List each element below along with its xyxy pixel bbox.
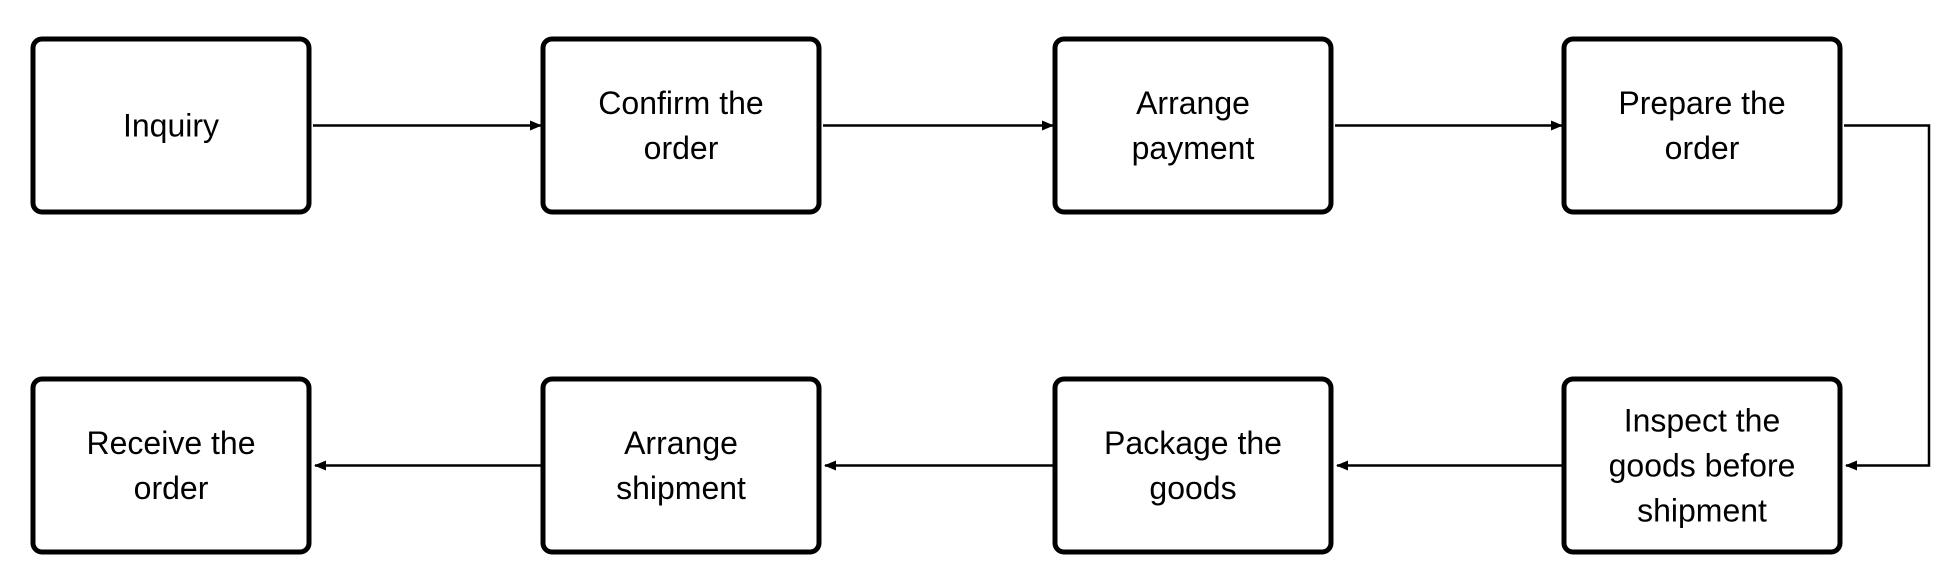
edges-layer — [313, 120, 1931, 471]
node-label: Inspect the — [1624, 403, 1781, 439]
node-box — [30, 36, 312, 215]
node-prepare-order: Prepare the order — [1561, 36, 1843, 215]
node-box — [1561, 376, 1843, 555]
node-label: goods before — [1609, 448, 1796, 484]
node-label: order — [134, 470, 209, 506]
node-label: Arrange — [1136, 85, 1250, 121]
node-box — [30, 376, 312, 555]
node-label: Package the — [1104, 425, 1282, 461]
node-confirm-order: Confirm the order — [540, 36, 822, 215]
node-label: order — [1665, 130, 1740, 166]
node-label: order — [644, 130, 719, 166]
node-arrange-payment: Arrange payment — [1052, 36, 1334, 215]
node-label: Prepare the — [1618, 85, 1785, 121]
edge-prepare-order-to-inspect-goods — [1844, 124, 1931, 471]
node-inspect-goods: Inspect the goods before shipment — [1561, 376, 1843, 555]
node-box — [1052, 376, 1334, 555]
node-package-goods: Package the goods — [1052, 376, 1334, 555]
node-label: Arrange — [624, 425, 738, 461]
node-inquiry: Inquiry — [30, 36, 312, 215]
node-box — [1561, 36, 1843, 215]
node-box — [540, 36, 822, 215]
node-label: goods — [1149, 470, 1236, 506]
node-label: payment — [1132, 130, 1255, 166]
node-box — [1052, 36, 1334, 215]
node-label: shipment — [1637, 493, 1767, 529]
node-label: Receive the — [87, 425, 256, 461]
node-box — [540, 376, 822, 555]
node-label: Inquiry — [123, 108, 219, 144]
node-receive-order: Receive the order — [30, 376, 312, 555]
node-label: shipment — [616, 470, 746, 506]
node-label: Confirm the — [598, 85, 763, 121]
node-arrange-shipment: Arrange shipment — [540, 376, 822, 555]
